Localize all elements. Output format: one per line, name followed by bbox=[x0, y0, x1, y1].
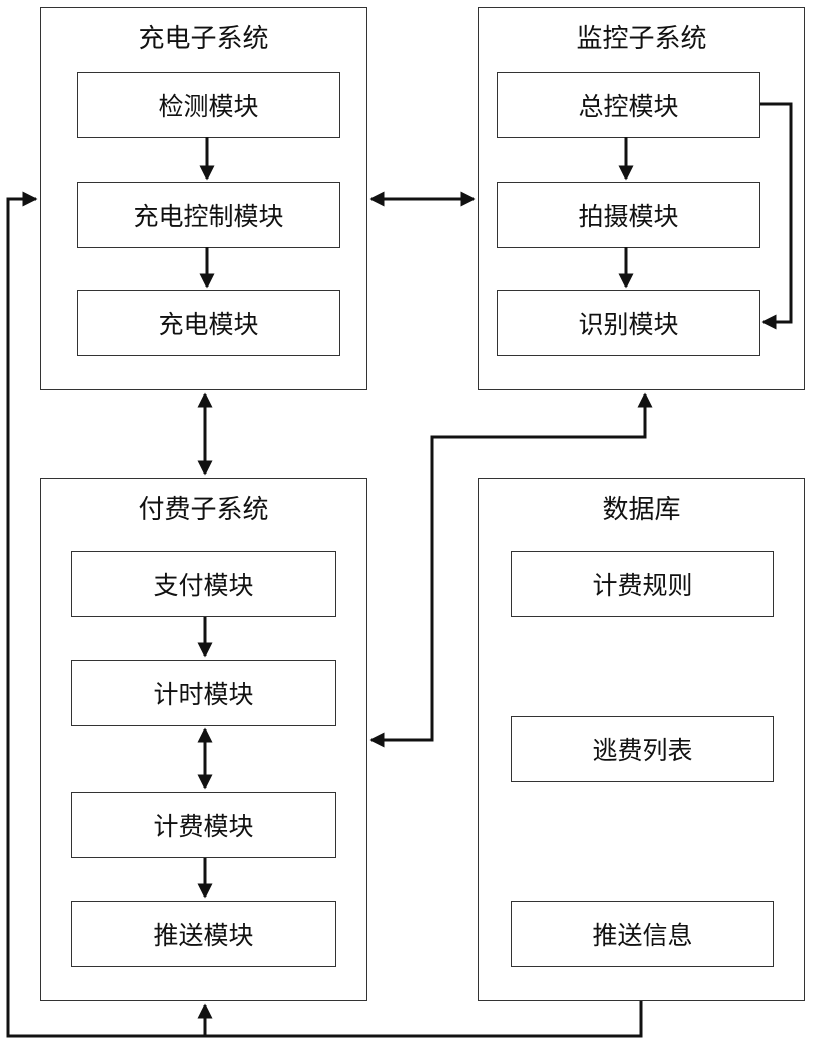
payment-subsystem: 付费子系统 支付模块 计时模块 计费模块 推送模块 bbox=[40, 478, 367, 1001]
timing-module: 计时模块 bbox=[71, 660, 336, 726]
billing-module: 计费模块 bbox=[71, 792, 336, 858]
push-info-item: 推送信息 bbox=[511, 901, 774, 967]
push-module: 推送模块 bbox=[71, 901, 336, 967]
monitoring-subsystem: 监控子系统 总控模块 拍摄模块 识别模块 bbox=[478, 7, 805, 390]
monitoring-subsystem-title: 监控子系统 bbox=[479, 22, 804, 56]
payment-subsystem-title: 付费子系统 bbox=[41, 493, 366, 527]
recognition-module: 识别模块 bbox=[497, 290, 760, 356]
master-control-module: 总控模块 bbox=[497, 72, 760, 138]
database-title: 数据库 bbox=[479, 493, 804, 527]
charging-module: 充电模块 bbox=[77, 290, 340, 356]
charging-control-module: 充电控制模块 bbox=[77, 182, 340, 248]
detection-module: 检测模块 bbox=[77, 72, 340, 138]
charging-subsystem-title: 充电子系统 bbox=[41, 22, 366, 56]
charging-subsystem: 充电子系统 检测模块 充电控制模块 充电模块 bbox=[40, 7, 367, 390]
database: 数据库 计费规则 逃费列表 推送信息 bbox=[478, 478, 805, 1001]
evasion-list-item: 逃费列表 bbox=[511, 716, 774, 782]
payment-module: 支付模块 bbox=[71, 551, 336, 617]
camera-module: 拍摄模块 bbox=[497, 182, 760, 248]
billing-rules-item: 计费规则 bbox=[511, 551, 774, 617]
